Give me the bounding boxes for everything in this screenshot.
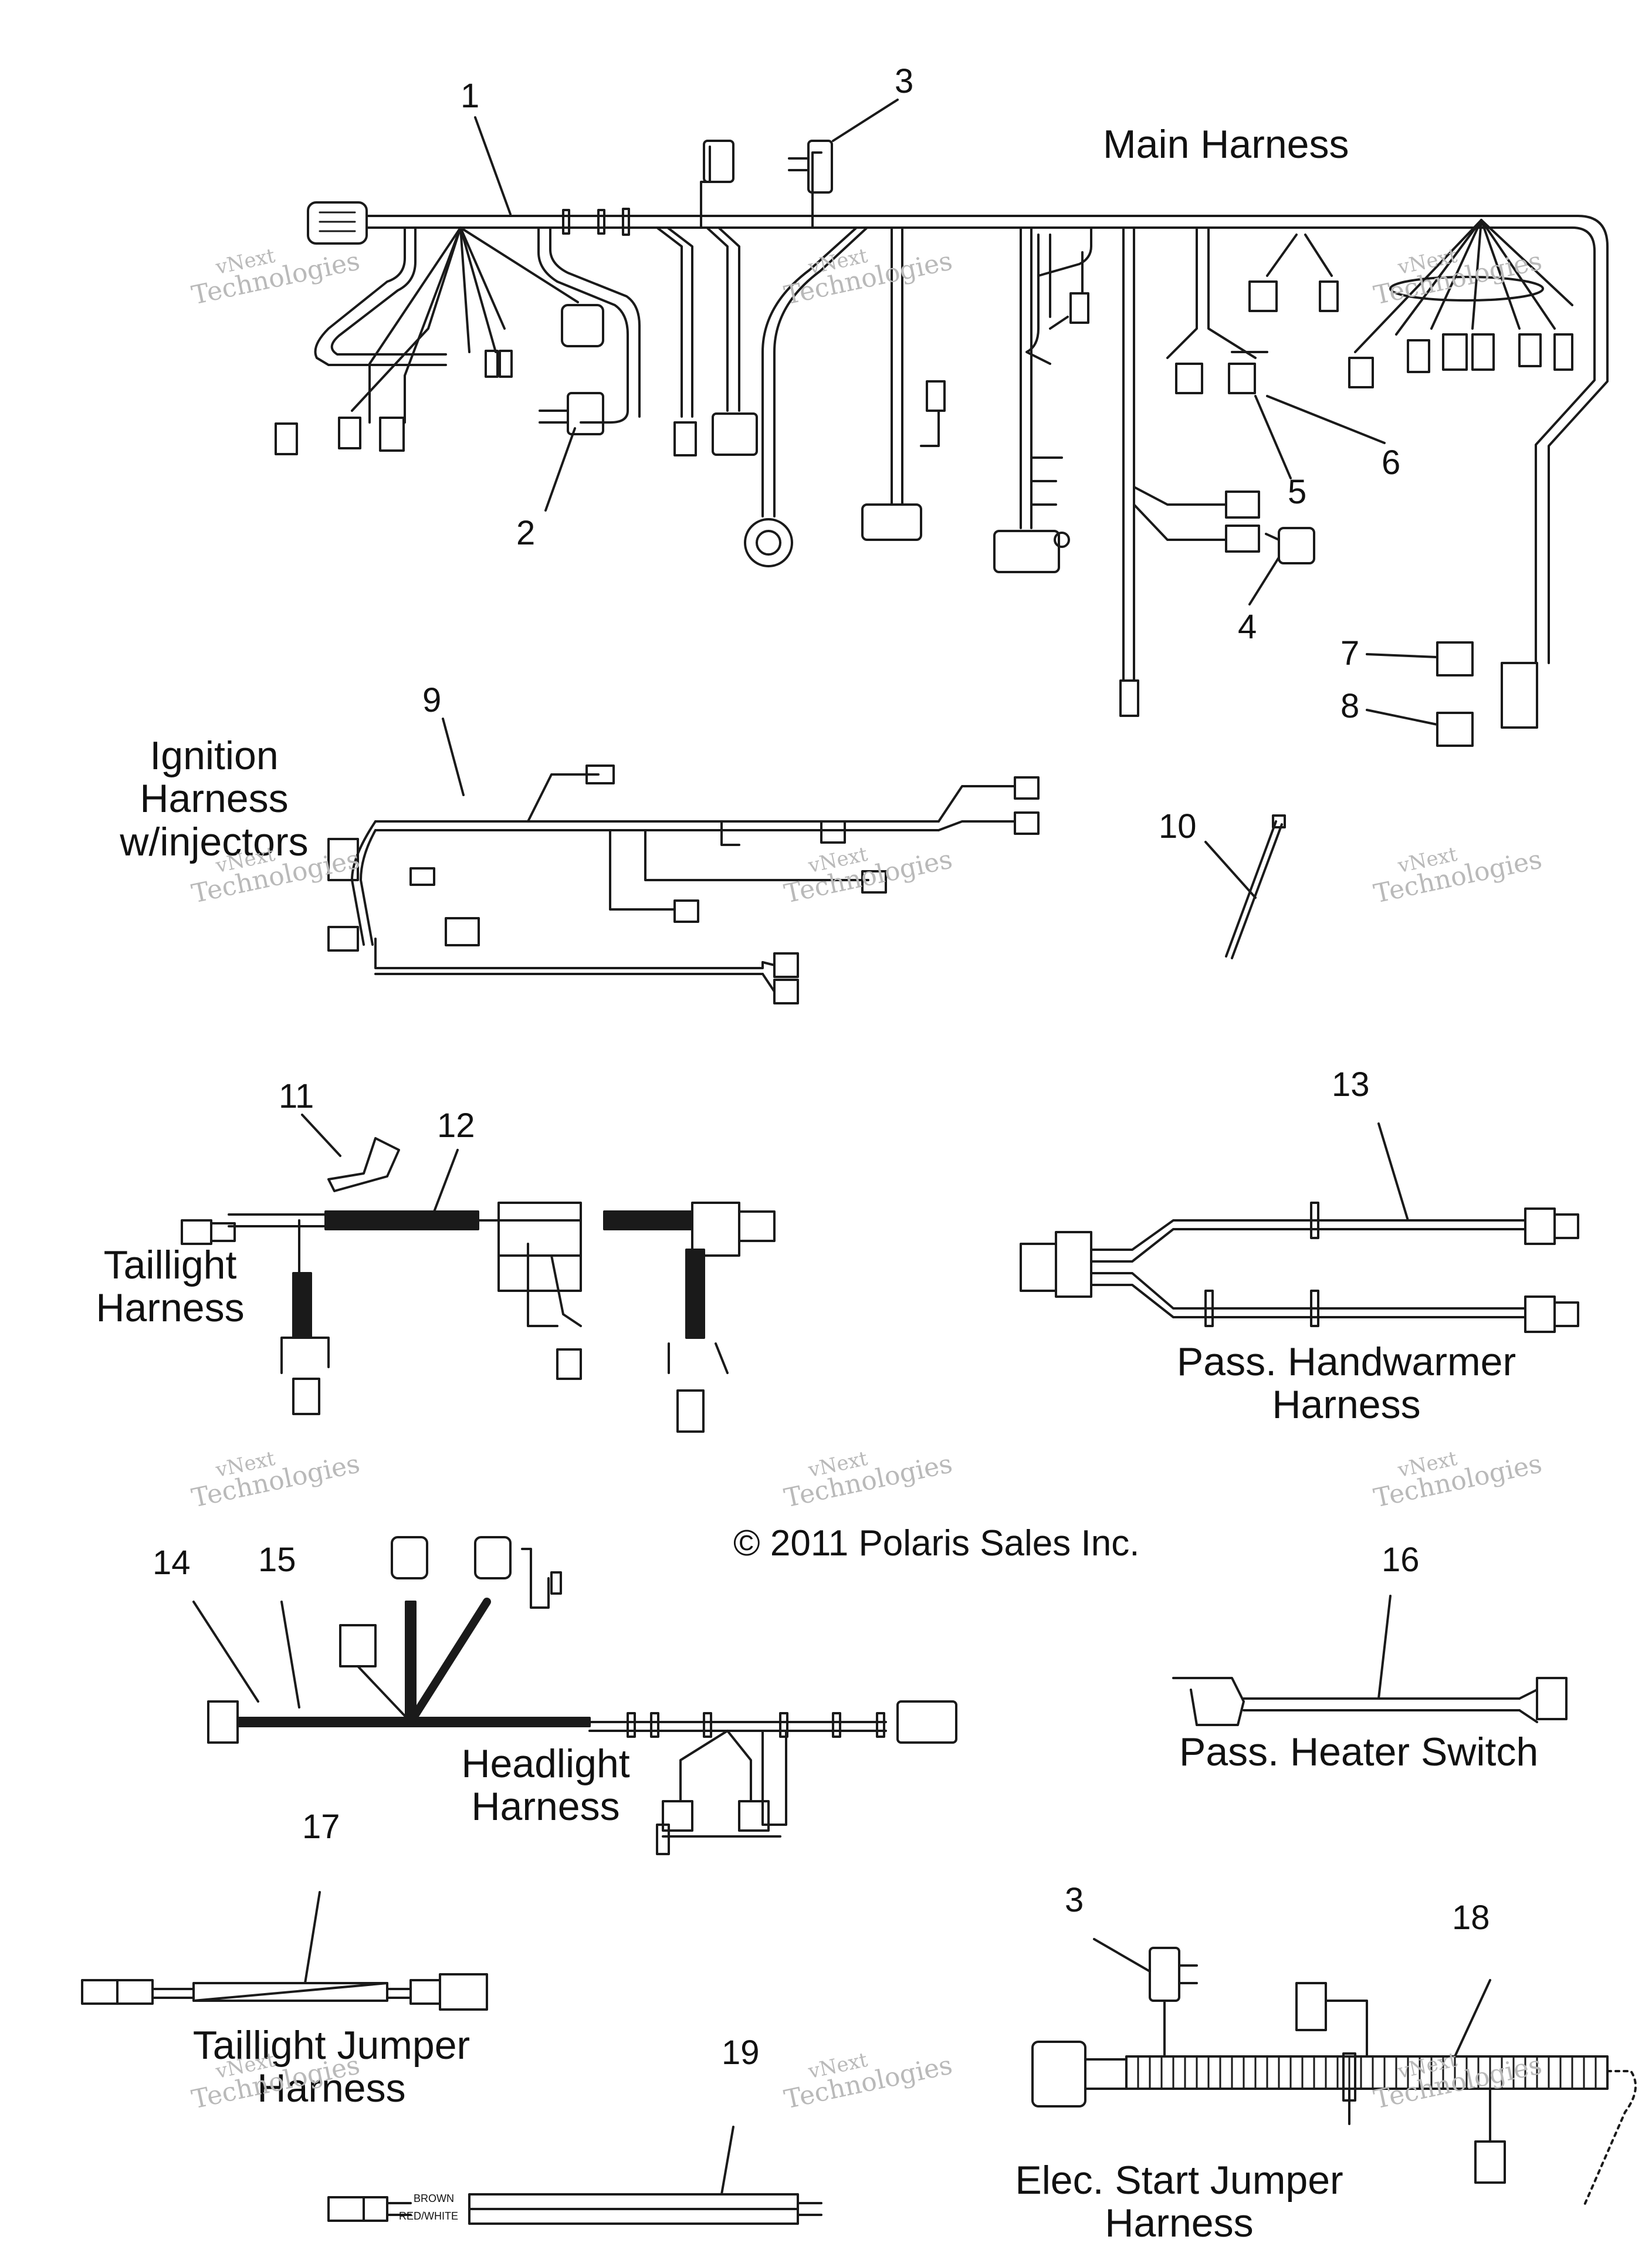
callout-18: 18 <box>1452 1899 1490 1937</box>
taillight-harness-title: Taillight Harness <box>96 1243 245 1331</box>
callout-8: 8 <box>1340 687 1360 725</box>
elec-start-jumper-harness-drawing <box>1031 1947 1637 2207</box>
headlight-harness-title: Headlight Harness <box>461 1741 630 1829</box>
pass-handwarmer-harness-drawing <box>1020 1202 1579 1333</box>
item-19-harness-drawing <box>327 2193 822 2225</box>
main-harness-drawing <box>275 140 1609 747</box>
connector-7-icon <box>1436 641 1474 676</box>
callout-17: 17 <box>302 1808 340 1846</box>
wire-label-red-white: RED/WHITE <box>399 2210 458 2222</box>
callout-3: 3 <box>895 62 914 100</box>
connector-4-icon <box>1278 527 1315 564</box>
pass-handwarmer-harness-title: Pass. Handwarmer Harness <box>1176 1339 1516 1427</box>
callout-16: 16 <box>1382 1541 1420 1579</box>
connector-long-icon <box>1501 662 1538 729</box>
connector-8-icon <box>1436 712 1474 747</box>
callout-3-elec: 3 <box>1065 1881 1084 1919</box>
callout-12: 12 <box>437 1107 475 1145</box>
main-harness-title: Main Harness <box>1103 122 1349 167</box>
connector-small-icon <box>275 422 298 455</box>
callout-14: 14 <box>153 1544 191 1582</box>
callout-4: 4 <box>1238 608 1257 646</box>
callout-2: 2 <box>516 514 536 552</box>
pass-heater-switch-title: Pass. Heater Switch <box>1179 1730 1539 1774</box>
pass-heater-switch-drawing <box>1172 1677 1568 1726</box>
callout-13: 13 <box>1332 1065 1370 1104</box>
taillight-harness-drawing <box>181 1137 776 1433</box>
callout-10: 10 <box>1159 807 1197 845</box>
ignition-harness-drawing <box>327 764 1040 1004</box>
callout-6: 6 <box>1382 444 1401 482</box>
connector-3-elec-icon <box>1149 1947 1180 2002</box>
callout-9: 9 <box>422 681 442 719</box>
taillight-jumper-harness-drawing <box>81 1973 488 2011</box>
taillight-jumper-harness-title: Taillight Jumper Harness <box>192 2023 470 2111</box>
ignition-harness-title: Ignition Harness w/injectors <box>120 733 309 864</box>
callout-15: 15 <box>258 1541 296 1579</box>
headlight-harness-drawing <box>207 1536 957 1855</box>
callout-1: 1 <box>461 77 480 115</box>
callout-5: 5 <box>1288 473 1307 511</box>
connector-round-icon <box>744 518 793 567</box>
callout-19: 19 <box>722 2034 760 2072</box>
callout-7: 7 <box>1340 634 1360 672</box>
wire-label-brown: BROWN <box>414 2193 454 2204</box>
connector-2-icon <box>561 304 604 347</box>
callout-11: 11 <box>279 1077 314 1115</box>
elec-start-jumper-harness-title: Elec. Start Jumper Harness <box>1015 2158 1343 2246</box>
main-connector-left-icon <box>307 201 368 245</box>
copyright-text: © 2011 Polaris Sales Inc. <box>733 1523 1140 1564</box>
connector-3-icon <box>807 140 833 194</box>
